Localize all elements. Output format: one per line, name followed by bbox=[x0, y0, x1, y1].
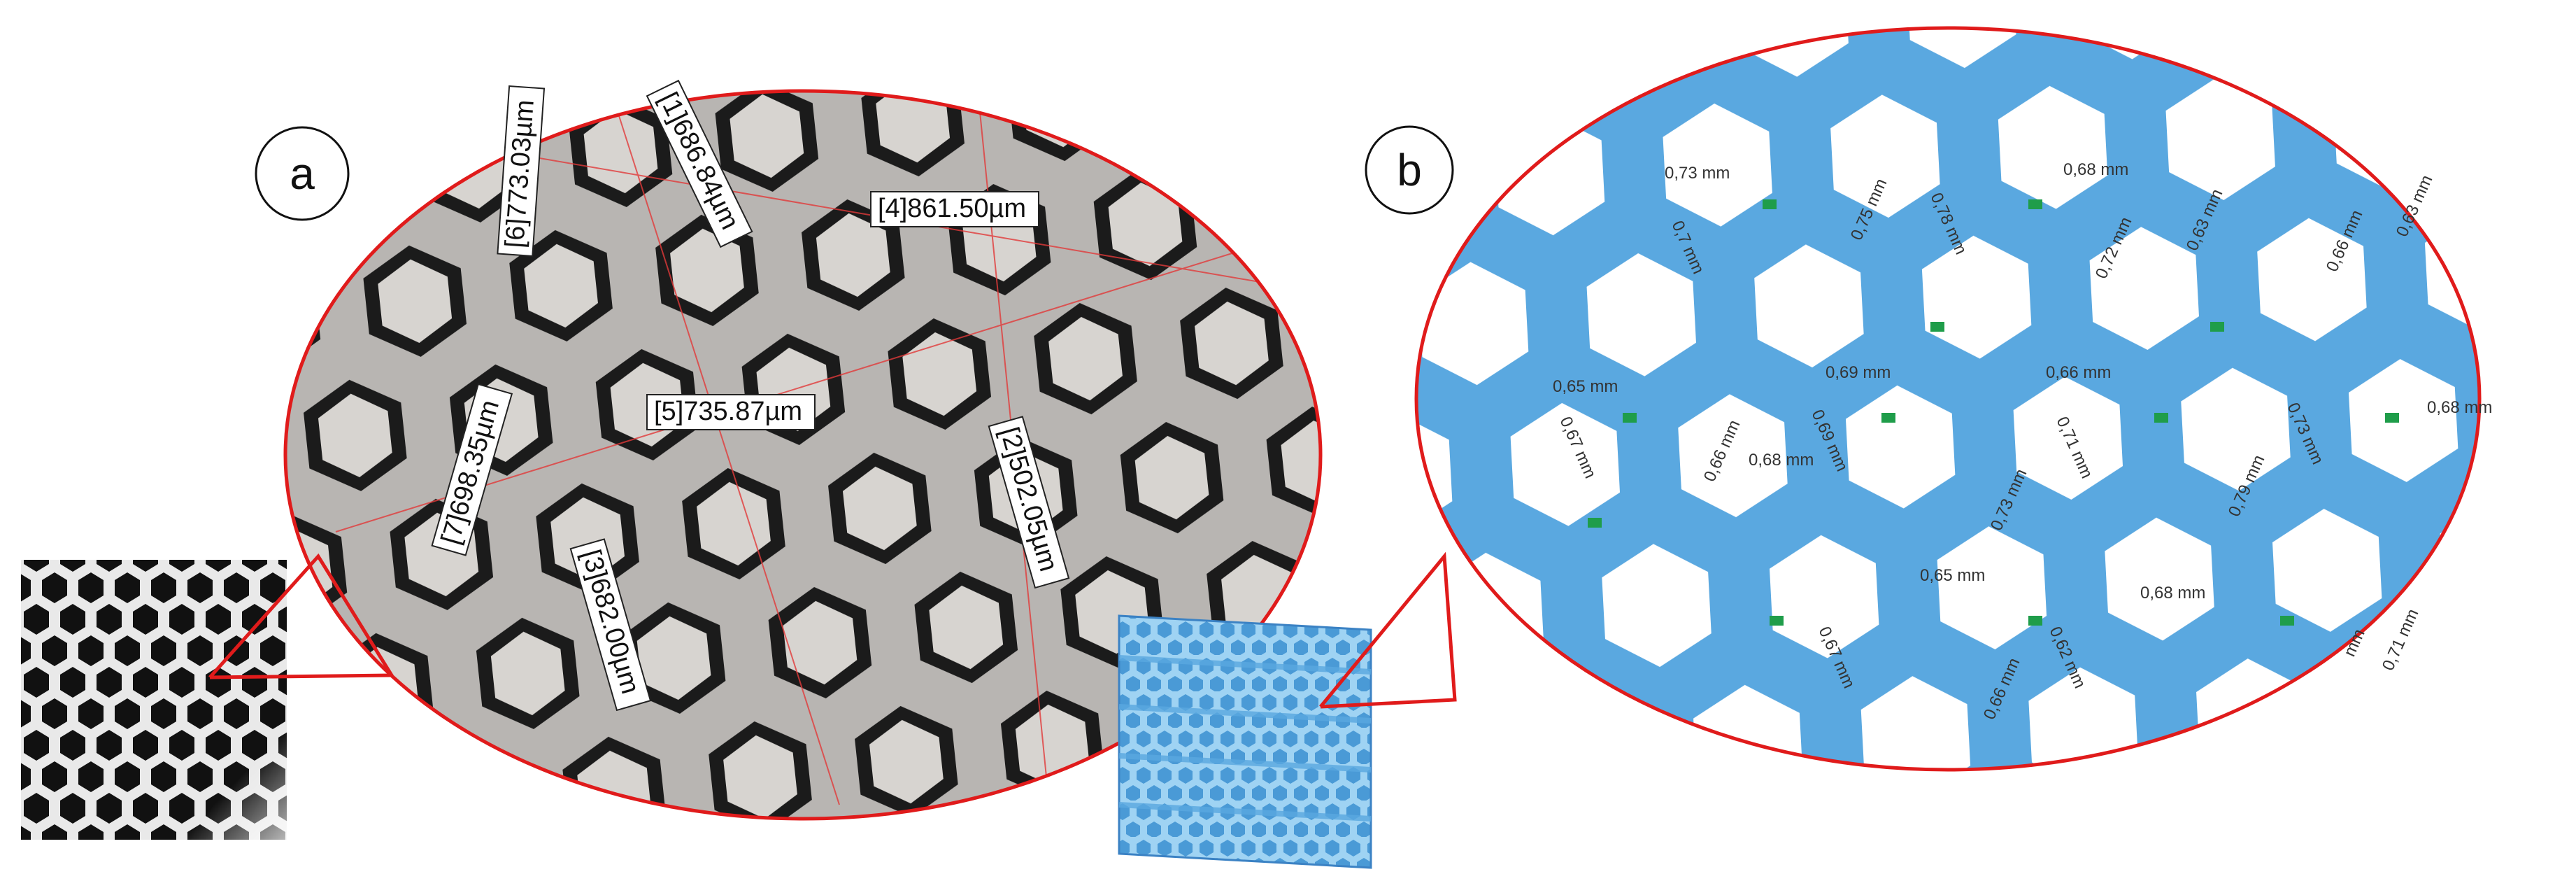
panel-b-outline bbox=[1414, 26, 2482, 772]
sample-honeycomb-inset bbox=[21, 553, 395, 840]
panel-b-callout bbox=[1319, 551, 1457, 709]
dim-0-69-a: 0,69 mm bbox=[1826, 363, 1891, 382]
scan-markers bbox=[1588, 199, 2399, 626]
panel-a-callout bbox=[208, 553, 395, 679]
dim-0-66-c: 0,66 mm bbox=[2046, 363, 2111, 382]
panel-b-scan: 0,73 mm 0,7 mm 0,75 mm 0,78 mm 0,68 mm 0… bbox=[1365, 26, 2492, 772]
panel-a-badge bbox=[255, 126, 350, 221]
dim-0-65-b: 0,65 mm bbox=[1920, 566, 1985, 585]
panel-a-label: a bbox=[290, 148, 315, 199]
sample-3d-model-inset bbox=[1118, 551, 1457, 869]
measurement-5: [5]735.87µm bbox=[654, 397, 802, 426]
panel-b-badge bbox=[1365, 125, 1454, 215]
dim-0-68-top: 0,68 mm bbox=[2063, 160, 2128, 179]
dim-0-65-a: 0,65 mm bbox=[1553, 377, 1618, 396]
measurement-4: [4]861.50µm bbox=[878, 194, 1026, 223]
dim-0-71-b: 0,71 mm bbox=[2379, 606, 2423, 673]
panel-b-label: b bbox=[1397, 145, 1422, 195]
panel-a-outline bbox=[283, 89, 1323, 821]
dim-0-73: 0,73 mm bbox=[1665, 164, 1730, 183]
panel-a-micrograph: [4]861.50µm [5]735.87µm [1]686.84µm [6]7… bbox=[255, 79, 1323, 821]
scan-texture bbox=[1416, 28, 2479, 770]
dim-0-68-mid: 0,68 mm bbox=[1749, 451, 1814, 470]
dim-0-68-right: 0,68 mm bbox=[2427, 398, 2492, 417]
dim-0-68-low: 0,68 mm bbox=[2140, 584, 2205, 602]
